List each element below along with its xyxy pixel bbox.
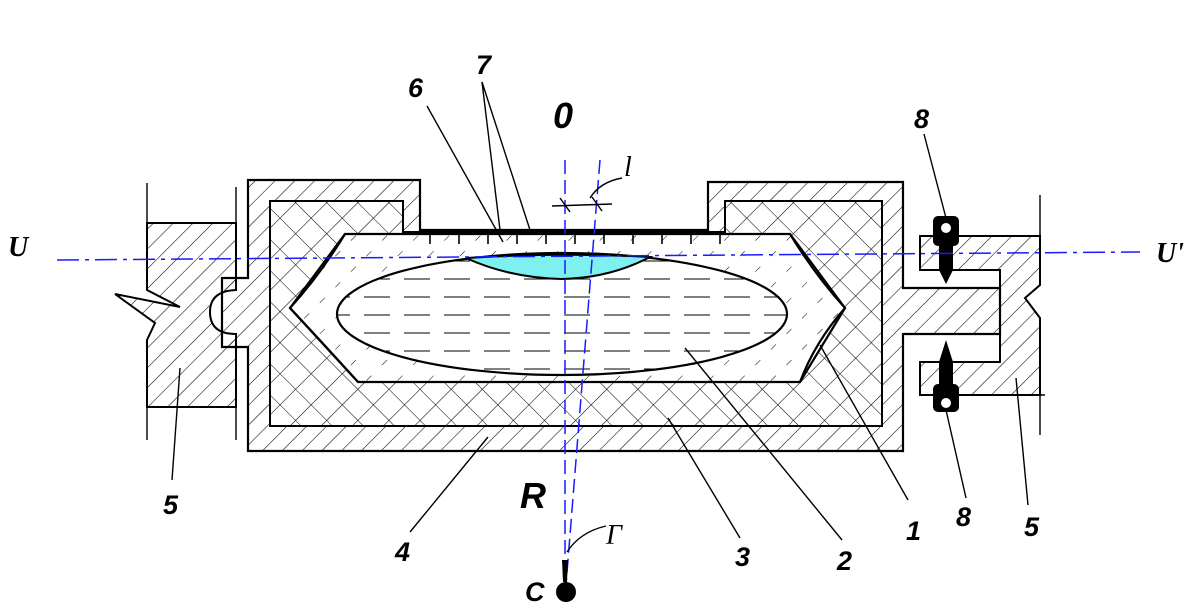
label-axis-left: U (8, 232, 30, 263)
label-axis-top: 0 (553, 95, 573, 136)
label-part-2: 2 (836, 546, 852, 576)
label-pointer: Γ (605, 520, 623, 551)
left-mount (114, 183, 237, 440)
bubble (465, 253, 654, 281)
label-part-3: 3 (735, 542, 750, 572)
label-axis-right: U' (1156, 238, 1184, 269)
label-part-6: 6 (408, 73, 424, 103)
adjusting-screw-top (933, 216, 959, 284)
vertical-axis (564, 159, 601, 586)
label-part-1: 1 (906, 516, 921, 546)
level-axis-uu (56, 251, 1141, 261)
label-part-5-left: 5 (163, 490, 179, 520)
label-part-4: 4 (394, 537, 410, 567)
label-part-8-bottom: 8 (956, 502, 971, 532)
label-part-8-top: 8 (914, 104, 929, 134)
center-point (556, 525, 607, 602)
label-part-7: 7 (476, 50, 493, 80)
graduation-scale (429, 234, 721, 244)
length-dimension (551, 177, 623, 213)
label-radius: R (520, 475, 546, 516)
label-center: C (525, 577, 545, 607)
adjusting-screw-bottom (933, 340, 959, 412)
leader-lines (171, 81, 1029, 541)
label-length: l (624, 152, 632, 183)
label-part-5-right: 5 (1024, 512, 1040, 542)
